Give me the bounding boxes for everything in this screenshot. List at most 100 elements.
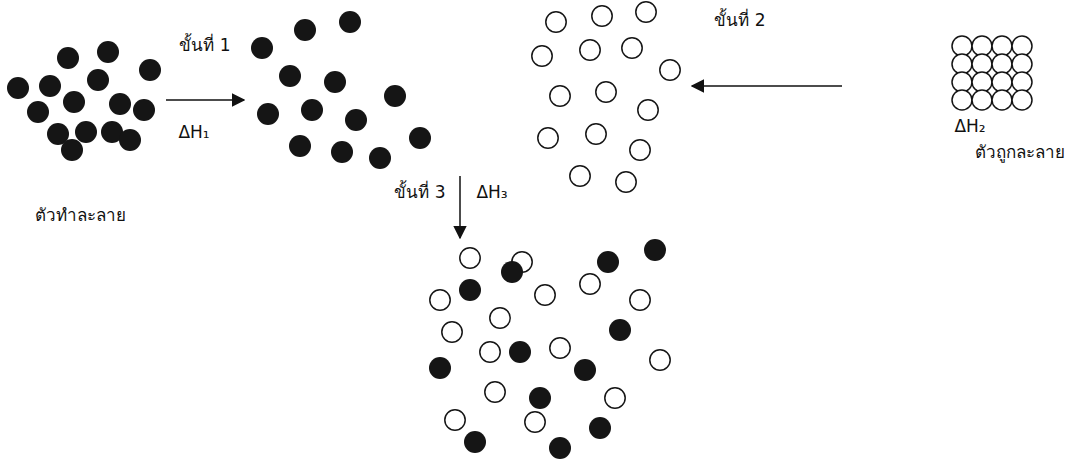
- solvent-particle: [384, 85, 406, 107]
- solute-particle: [992, 54, 1012, 74]
- solute-particle: [972, 72, 992, 92]
- solute-particle: [952, 36, 972, 56]
- solvent-particle: [345, 109, 367, 131]
- solute-particle: [596, 82, 616, 102]
- solute-particle: [1012, 90, 1032, 110]
- solute-particle: [580, 40, 600, 60]
- solute-particle: [638, 100, 658, 120]
- solvent-particle: [251, 37, 273, 59]
- solute-particle: [460, 248, 480, 268]
- step-arrows: [166, 86, 842, 238]
- solute-particle: [605, 388, 625, 408]
- solvent-particle: [459, 279, 481, 301]
- solute-particle: [992, 72, 1012, 92]
- solvent-particle: [509, 341, 531, 363]
- solute-particle: [442, 322, 462, 342]
- solute-particle: [650, 350, 670, 370]
- solute-particle: [630, 140, 650, 160]
- solvent-particle: [644, 239, 666, 261]
- solute-particle: [660, 60, 680, 80]
- solute-particle: [952, 72, 972, 92]
- step-arrow: [459, 176, 461, 238]
- solvent-particle: [27, 101, 49, 123]
- solute-particle: [480, 342, 500, 362]
- solvent-particle: [139, 59, 161, 81]
- solute-particle: [580, 274, 600, 294]
- solvent-particle: [87, 69, 109, 91]
- step-arrow: [166, 99, 244, 101]
- solvent-particle: [324, 71, 346, 93]
- solvent-particle: [61, 139, 83, 161]
- separated-solvent: [251, 11, 431, 169]
- solvent-particle: [597, 251, 619, 273]
- solvent-particle: [133, 99, 155, 121]
- solute-particle: [535, 285, 555, 305]
- solute-particle: [525, 412, 545, 432]
- solvent-particle: [529, 387, 551, 409]
- solute-particle: [445, 410, 465, 430]
- step-label: ขั้นที่ 1: [179, 35, 230, 55]
- solvent-particle: [574, 359, 596, 381]
- solute-label: ตัวถูกละลาย: [975, 142, 1065, 162]
- solvent-particle: [331, 141, 353, 163]
- solvent-label: ตัวทำละลาย: [35, 205, 126, 225]
- solute-particle: [546, 12, 566, 32]
- solute-particle: [630, 290, 650, 310]
- solute-particle: [550, 338, 570, 358]
- solvent-particle: [109, 93, 131, 115]
- solvent-particle: [75, 121, 97, 143]
- solute-particle: [952, 54, 972, 74]
- solute-particle: [992, 36, 1012, 56]
- solvent-particle: [289, 135, 311, 157]
- solvent-particle: [589, 417, 611, 439]
- solute-particle: [972, 54, 992, 74]
- solvent-particle: [409, 127, 431, 149]
- solvent-particle: [464, 431, 486, 453]
- solvent-particle: [57, 47, 79, 69]
- solvent-particle: [501, 261, 523, 283]
- solute-particle: [616, 172, 636, 192]
- solute-particle: [538, 128, 558, 148]
- solvent-particle: [97, 41, 119, 63]
- solute-particle: [490, 308, 510, 328]
- solvent-particle: [549, 437, 571, 459]
- solvent-particle: [63, 91, 85, 113]
- solvent-cluster: [7, 41, 161, 161]
- solvent-particle: [119, 129, 141, 151]
- solute-particle: [952, 90, 972, 110]
- solvent-particle: [339, 11, 361, 33]
- solute-particle: [485, 382, 505, 402]
- solute-particle: [1012, 72, 1032, 92]
- solvent-particle: [369, 147, 391, 169]
- solute-particle: [972, 36, 992, 56]
- solvent-particle: [279, 65, 301, 87]
- solute-lattice: [952, 36, 1032, 110]
- solute-particle: [1012, 54, 1032, 74]
- solute-particle: [992, 90, 1012, 110]
- solvent-particle: [257, 103, 279, 125]
- solvent-particle: [609, 319, 631, 341]
- solute-particle: [1012, 36, 1032, 56]
- solvent-particle: [294, 19, 316, 41]
- solute-particle: [550, 86, 570, 106]
- solute-particle: [586, 124, 606, 144]
- solute-particle: [622, 38, 642, 58]
- solution-solvent: [429, 239, 666, 459]
- solute-particle: [636, 2, 656, 22]
- step-label: ขั้นที่ 3: [394, 182, 445, 202]
- step-label: ขั้นที่ 2: [714, 10, 765, 30]
- solvent-particle: [7, 77, 29, 99]
- solute-particle: [972, 90, 992, 110]
- solution-solute: [430, 248, 670, 432]
- solute-particle: [570, 166, 590, 186]
- solute-particle: [592, 6, 612, 26]
- step-arrow: [692, 85, 842, 87]
- solvent-particle: [39, 75, 61, 97]
- enthalpy-label: ΔH₁: [178, 122, 209, 142]
- separated-solute: [532, 2, 680, 192]
- solute-particle: [430, 290, 450, 310]
- solvent-particle: [429, 357, 451, 379]
- solvent-particle: [301, 99, 323, 121]
